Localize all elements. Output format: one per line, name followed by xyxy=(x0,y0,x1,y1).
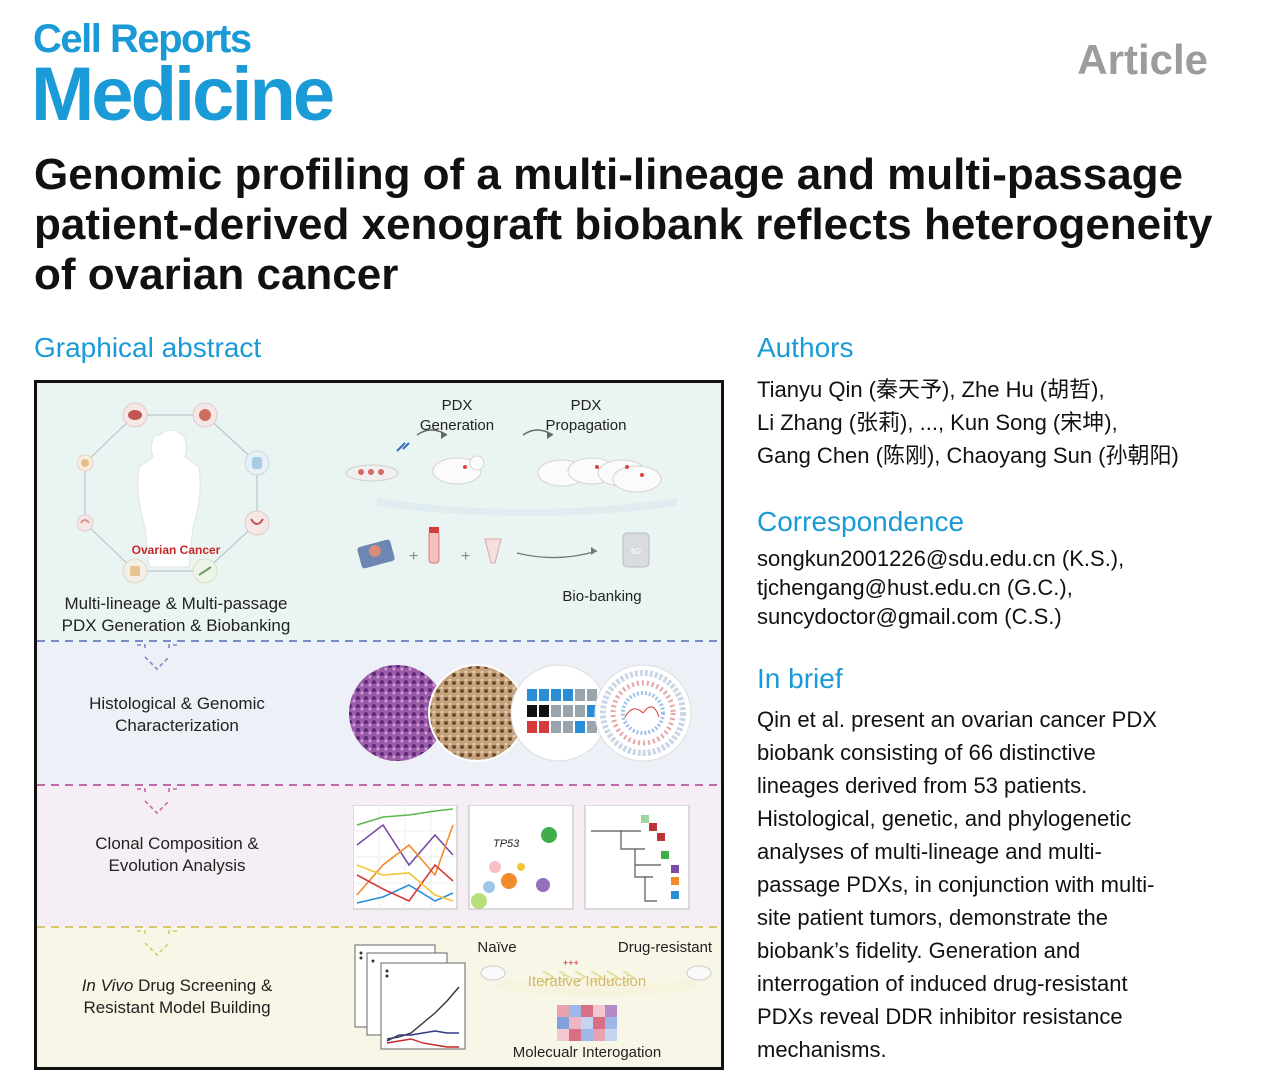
in-brief-line: lineages derived from 53 patients. xyxy=(757,773,1088,798)
biobanking-label: Bio-banking xyxy=(562,588,642,605)
graphical-abstract-heading: Graphical abstract xyxy=(34,332,262,363)
panel4-caption-rest: Drug Screening & xyxy=(133,976,273,995)
tumor-growth-curves xyxy=(354,944,466,1050)
panel1-caption-line1: Multi-lineage & Multi-passage xyxy=(64,594,288,613)
panel3-caption-line1: Clonal Composition & xyxy=(95,834,259,853)
correspondence-email-3[interactable]: suncydoctor@gmail.com (C.S.) xyxy=(757,604,1062,629)
pdx-propagation-label-line2: Propagation xyxy=(545,417,627,434)
molecular-interrogation-label: Molecualr Interogation xyxy=(512,1044,662,1061)
authors-line3: Gang Chen (陈刚), Chaoyang Sun (孙朝阳) xyxy=(757,443,1179,468)
panel2-caption-line2: Characterization xyxy=(115,716,239,735)
histology-genomic-circles xyxy=(349,664,692,762)
in-brief-heading: In brief xyxy=(757,663,843,694)
in-brief-line: biobank’s fidelity. Generation and xyxy=(757,938,1081,963)
in-vivo-italic: In Vivo xyxy=(81,976,134,995)
in-brief-line: Histological, genetic, and phylogenetic xyxy=(757,806,1132,831)
correspondence-email-2[interactable]: tjchengang@hust.edu.cn (G.C.), xyxy=(757,575,1073,600)
panel1-caption-line2: PDX Generation & Biobanking xyxy=(61,616,291,635)
iterative-induction-arrow: +++ xyxy=(480,958,712,996)
kidney-icon xyxy=(244,450,270,476)
iterative-induction-label: Iterative Induction xyxy=(527,973,647,990)
panel4-caption-line2: Resistant Model Building xyxy=(83,998,271,1017)
article-type-label: Article xyxy=(1077,36,1208,83)
pdx-generation-label-line1: PDX xyxy=(441,397,473,414)
journal-name-line1: Cell Reports xyxy=(33,17,252,61)
in-brief-line: site patient tumors, demonstrate the xyxy=(757,905,1108,930)
svg-text:+: + xyxy=(461,548,470,565)
uterus-icon xyxy=(244,510,270,536)
colon-icon xyxy=(77,514,94,532)
correspondence-email-1[interactable]: songkun2001226@sdu.edu.cn (K.S.), xyxy=(757,546,1125,571)
pdx-propagation-label-line1: PDX xyxy=(570,397,602,414)
bladder-icon xyxy=(122,558,148,584)
correspondence-heading: Correspondence xyxy=(757,506,965,537)
plus-label: +++ xyxy=(563,958,579,968)
he-stain-circle xyxy=(349,665,445,761)
authors-line2: Li Zhang (张莉), ..., Kun Song (宋坤), xyxy=(757,410,1118,435)
authors-line1: Tianyu Qin (秦天予), Zhe Hu (胡哲), xyxy=(757,377,1105,402)
in-brief-line: PDXs reveal DDR inhibitor resistance xyxy=(757,1004,1123,1029)
tp53-gene-label: TP53 xyxy=(493,838,520,850)
article-title: Genomic profiling of a multi-lineage and… xyxy=(34,150,1213,299)
vessel-icon xyxy=(192,558,218,584)
in-brief-body: Qin et al. present an ovarian cancer PDX… xyxy=(757,703,1157,1066)
band-dividers xyxy=(37,640,721,957)
graphical-abstract-figure: Ovarian Cancer Multi-lineage & Multi-pas… xyxy=(34,380,724,1070)
in-brief-line: analyses of multi-lineage and multi- xyxy=(757,839,1102,864)
ovarian-cancer-label: Ovarian Cancer xyxy=(131,543,221,557)
panel3-caption-line2: Evolution Analysis xyxy=(108,856,246,875)
pdx-mice-illustration: + + N2 xyxy=(345,429,677,569)
n2-tank-label: N2 xyxy=(631,547,642,556)
panel2-caption-line1: Histological & Genomic xyxy=(89,694,265,713)
molecular-heatmap xyxy=(557,1005,617,1041)
in-brief-line: mechanisms. xyxy=(757,1037,887,1062)
stomach-icon xyxy=(192,402,218,428)
naive-label: Naïve xyxy=(477,939,517,956)
journal-name-line2: Medicine xyxy=(31,52,335,137)
in-brief-line: interrogation of induced drug-resistant xyxy=(757,971,1128,996)
clonal-evolution-plots: TP53 xyxy=(353,805,690,910)
svg-text:+: + xyxy=(409,548,418,565)
in-brief-line: passage PDXs, in conjunction with multi- xyxy=(757,872,1155,897)
in-brief-line: biobank consisting of 66 distinctive xyxy=(757,740,1096,765)
panel4-caption-line1: In Vivo Drug Screening & xyxy=(57,975,297,997)
authors-heading: Authors xyxy=(757,332,854,363)
body-organs-illustration xyxy=(77,402,270,584)
liver-icon xyxy=(122,402,148,428)
in-brief-line: Qin et al. present an ovarian cancer PDX xyxy=(757,707,1157,732)
bowel-icon xyxy=(77,454,94,472)
drug-resistant-label: Drug-resistant xyxy=(617,939,713,956)
pdx-generation-label-line2: Generation xyxy=(419,417,495,434)
